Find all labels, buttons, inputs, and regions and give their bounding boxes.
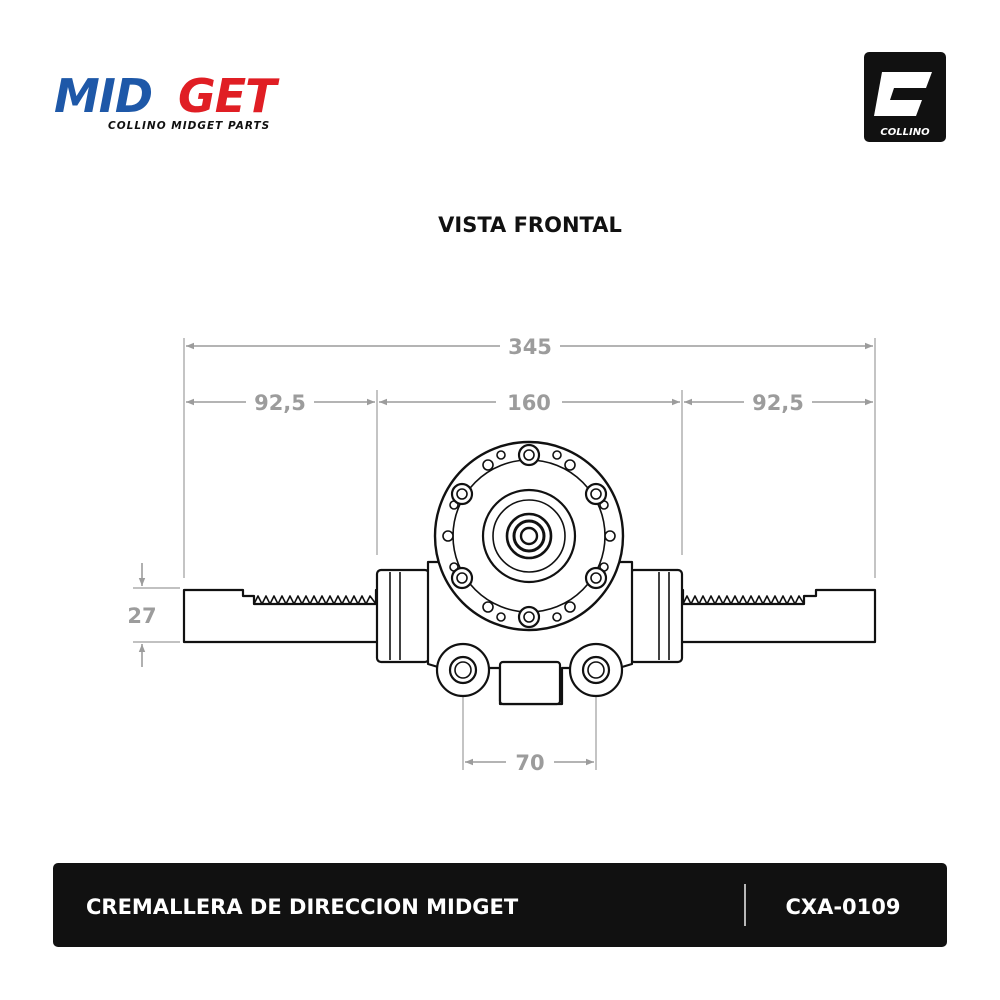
dimension-height-label: 27 bbox=[127, 604, 156, 628]
flange-bolts bbox=[450, 443, 608, 629]
housing-port bbox=[498, 660, 562, 706]
rack-teeth-left bbox=[253, 595, 377, 605]
logo-word-mid: MID bbox=[54, 69, 152, 123]
sleeve-left bbox=[375, 568, 431, 664]
rack-bar-right bbox=[677, 588, 877, 644]
dimension-center-label: 160 bbox=[507, 391, 551, 415]
dimension-mount-spacing-label: 70 bbox=[515, 751, 544, 775]
extension-lines bbox=[133, 338, 876, 770]
badge-text: COLLINO bbox=[880, 127, 930, 138]
footer-product-name: CREMALLERA DE DIRECCION MIDGET bbox=[86, 895, 519, 919]
view-title: VISTA FRONTAL bbox=[438, 213, 622, 237]
sleeve-right bbox=[628, 568, 684, 664]
dimension-left-label: 92,5 bbox=[254, 391, 306, 415]
footer-part-code: CXA-0109 bbox=[785, 895, 900, 919]
dimension-right-label: 92,5 bbox=[752, 391, 804, 415]
logo-tagline: COLLINO MIDGET PARTS bbox=[108, 120, 270, 132]
collino-c-icon bbox=[874, 72, 932, 116]
logo-word-get: GET bbox=[178, 69, 280, 123]
collino-badge: COLLINO bbox=[864, 52, 946, 142]
dimension-overall-label: 345 bbox=[508, 335, 552, 359]
footer-bar: CREMALLERA DE DIRECCION MIDGET CXA-0109 bbox=[53, 863, 947, 947]
rack-teeth-right bbox=[682, 595, 805, 605]
steering-rack-drawing bbox=[182, 440, 877, 706]
midget-logo: MID GET COLLINO MIDGET PARTS bbox=[54, 69, 281, 132]
rack-bar-left bbox=[182, 588, 382, 644]
